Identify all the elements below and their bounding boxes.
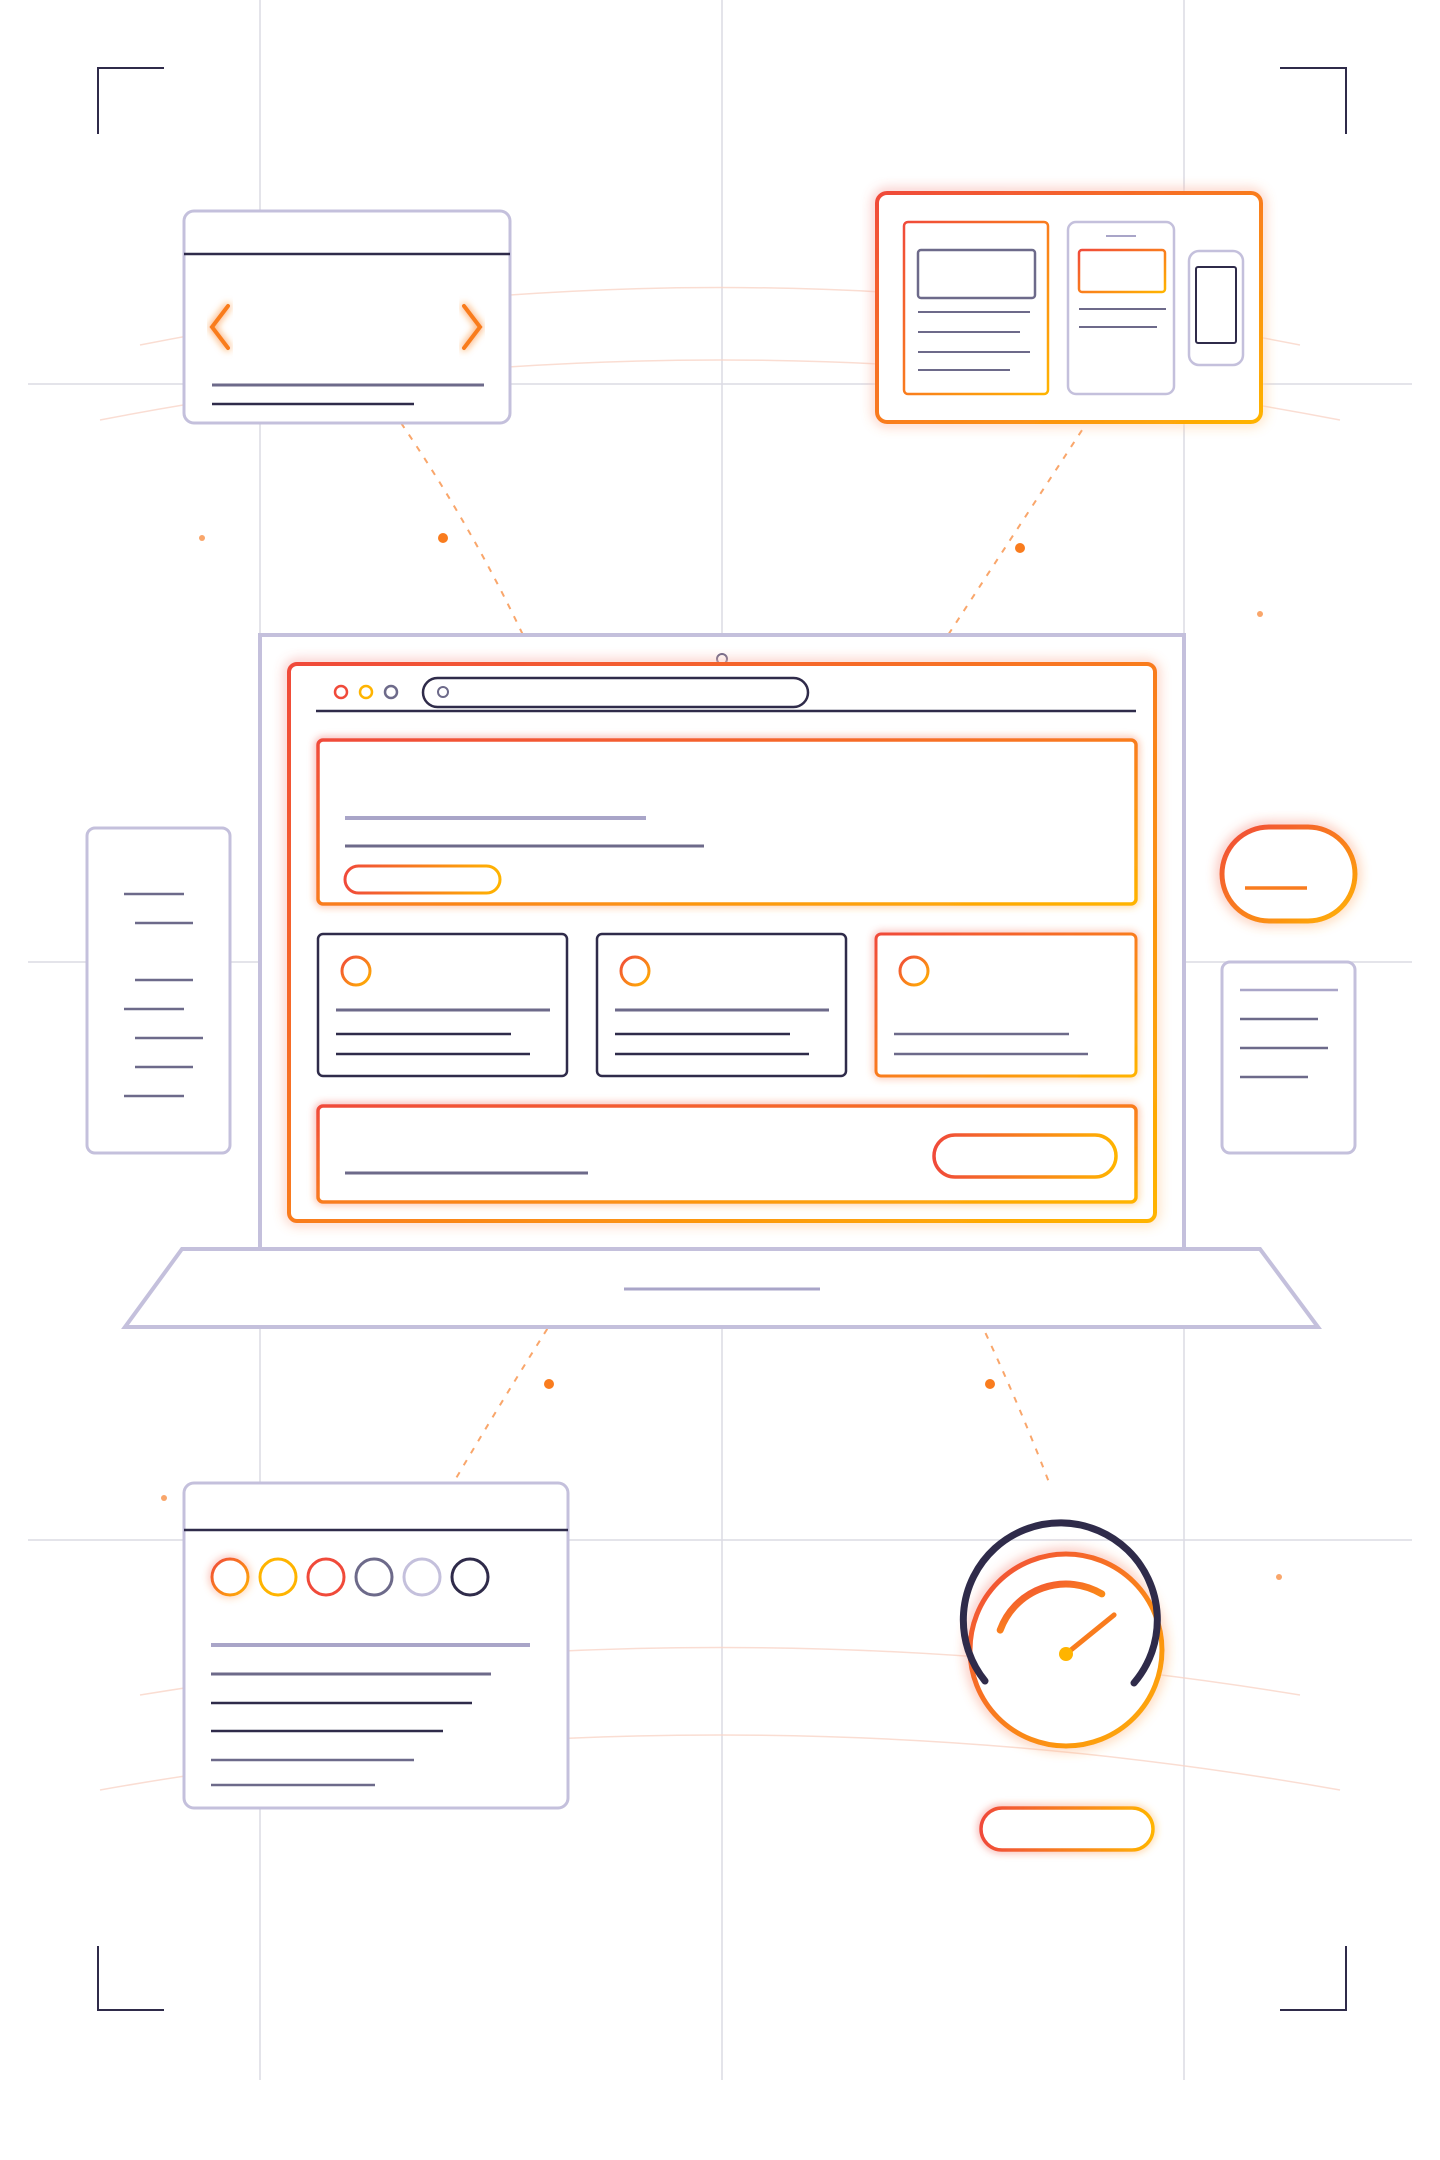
hero-section	[316, 738, 1138, 906]
tablet-frame	[1066, 220, 1176, 396]
color-swatch[interactable]	[354, 1557, 394, 1597]
chevron-left-icon[interactable]	[209, 304, 230, 350]
footer-cta-button[interactable]	[932, 1133, 1118, 1179]
chevron-right-icon[interactable]	[462, 304, 483, 350]
color-swatches[interactable]	[210, 1557, 490, 1597]
color-swatch[interactable]	[210, 1557, 250, 1597]
color-swatch[interactable]	[450, 1557, 490, 1597]
feature-icon	[619, 955, 651, 987]
speedometer-icon	[959, 1519, 1165, 1749]
color-swatch[interactable]	[402, 1557, 442, 1597]
side-text-card	[1220, 960, 1357, 1155]
color-swatch[interactable]	[258, 1557, 298, 1597]
gauge-outer-arc	[959, 1519, 1161, 1687]
feature-icon	[898, 955, 930, 987]
traffic-light-dots-icon[interactable]	[333, 684, 399, 700]
footer-bar	[316, 1104, 1138, 1204]
gauge-label-pill[interactable]	[979, 1806, 1155, 1852]
gauge-level-arc	[996, 1580, 1106, 1634]
address-bar-icon	[437, 686, 449, 698]
phone-icon	[1187, 249, 1245, 367]
browser-window	[287, 662, 1157, 1223]
feature-icon	[340, 955, 372, 987]
hero-cta-button[interactable]	[343, 864, 502, 895]
toggle-pill-button[interactable]	[1219, 824, 1358, 924]
address-bar[interactable]	[421, 676, 810, 709]
feature-card-highlighted[interactable]	[874, 932, 1138, 1078]
feature-card[interactable]	[316, 932, 569, 1078]
gauge-needle	[1063, 1612, 1117, 1657]
style-palette-card	[182, 1481, 570, 1810]
sidebar-text-card	[85, 826, 232, 1155]
crop-marks	[97, 67, 1347, 2011]
carousel-card[interactable]	[182, 209, 512, 425]
desktop-frame	[902, 220, 1050, 396]
feature-card[interactable]	[595, 932, 848, 1078]
responsive-devices-card	[875, 191, 1263, 424]
laptop	[121, 633, 1322, 1329]
color-swatch[interactable]	[306, 1557, 346, 1597]
